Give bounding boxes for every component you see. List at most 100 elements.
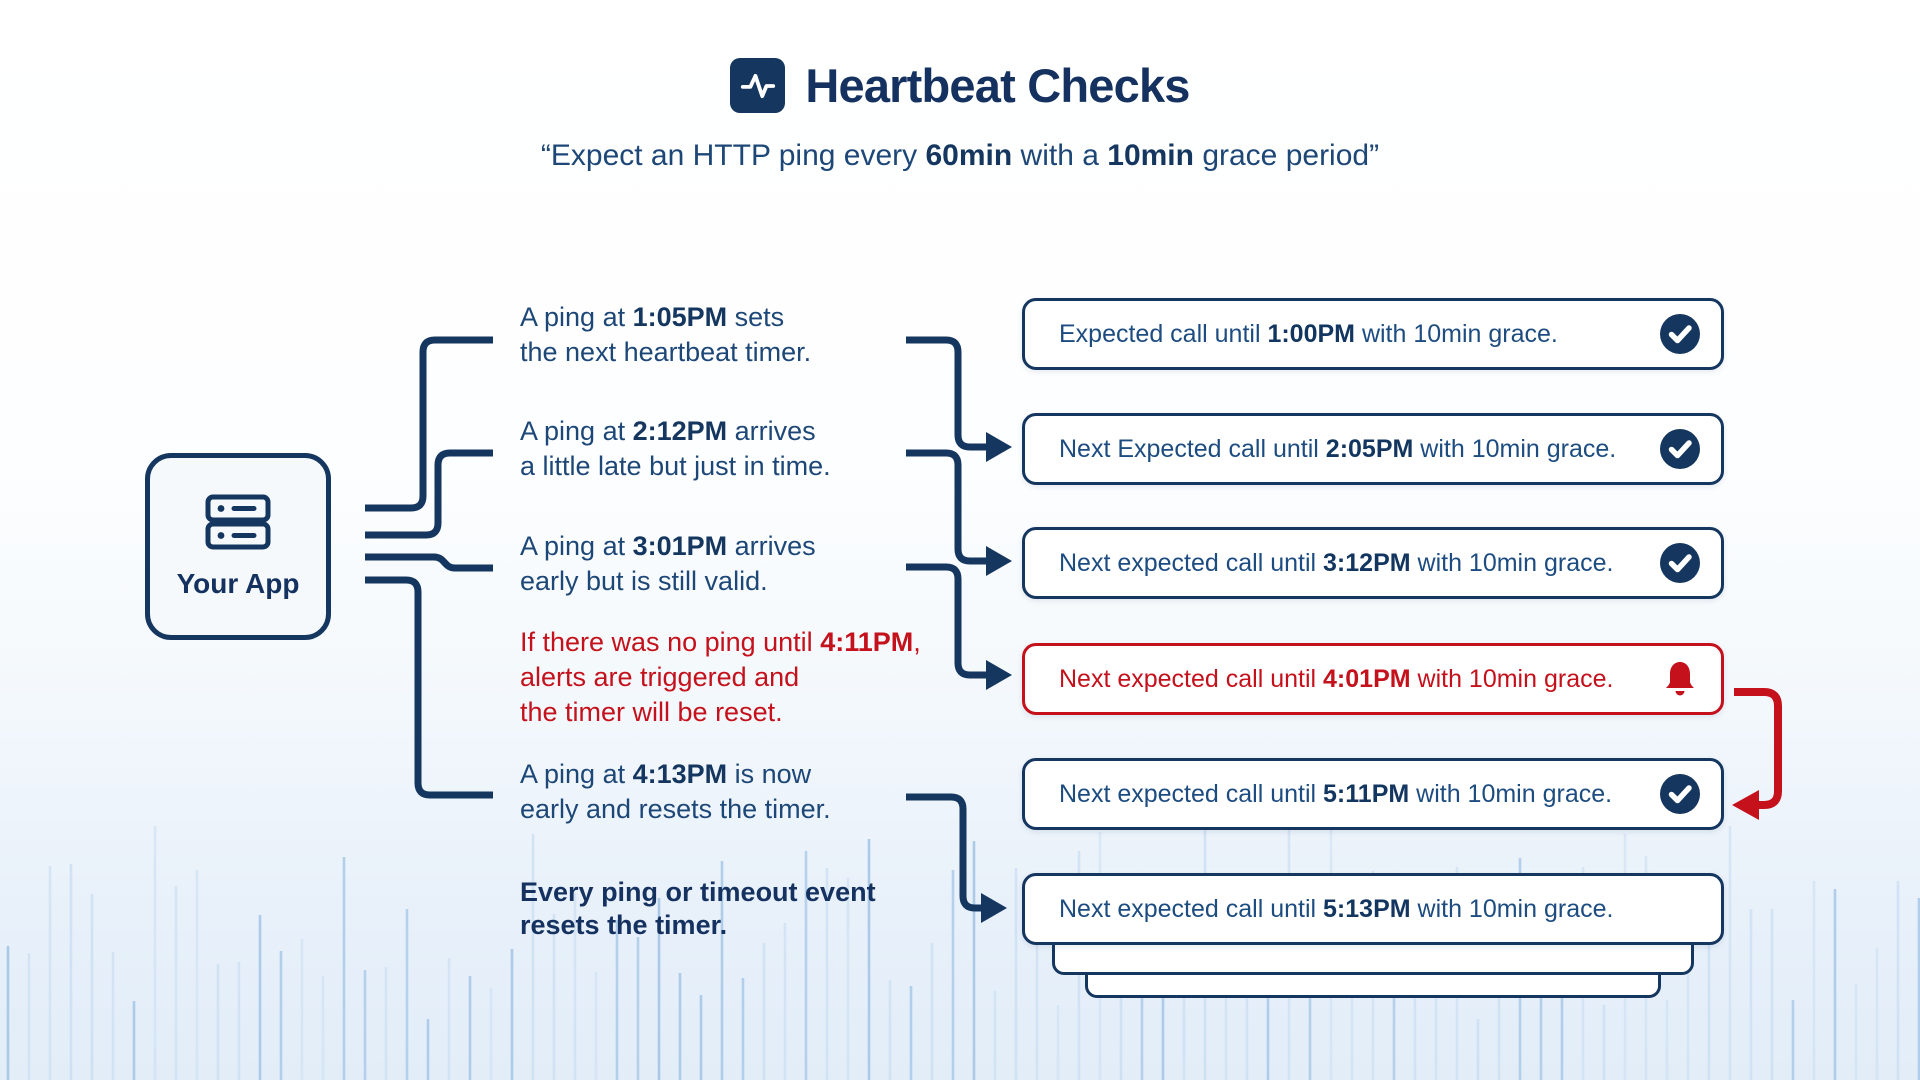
arrowhead-event2 <box>986 432 1012 462</box>
annotation-4: If there was no ping until 4:11PM,alerts… <box>520 625 921 730</box>
highlight-value: 3:01PM <box>632 531 728 561</box>
text-segment: with 10min grace. <box>1409 779 1613 808</box>
text-segment: early but is still valid. <box>520 566 768 596</box>
event-card-4: Next expected call until 4:01PM with 10m… <box>1022 643 1724 715</box>
text-segment: with 10min grace. <box>1355 319 1558 348</box>
event-card-3: Next expected call until 3:12PM with 10m… <box>1022 527 1724 599</box>
connector-ping1-to-event2 <box>906 336 987 451</box>
event-card-1: Expected call until 1:00PM with 10min gr… <box>1022 298 1724 370</box>
annotation-line: A ping at 1:05PM sets <box>520 300 811 335</box>
event-text: Next expected call until 4:01PM with 10m… <box>1059 665 1659 694</box>
text-segment: arrives <box>727 531 816 561</box>
check-circle-icon <box>1659 428 1701 470</box>
check-circle-icon <box>1659 313 1701 355</box>
connector-app-to-ping3 <box>365 553 493 572</box>
text-segment: A ping at <box>520 531 633 561</box>
header: Heartbeat Checks <box>0 58 1920 113</box>
text-segment: sets <box>727 302 785 332</box>
annotation-line: A ping at 4:13PM is now <box>520 757 831 792</box>
server-icon <box>205 493 271 556</box>
check-circle-icon <box>1659 773 1701 815</box>
text-segment: Next expected call until <box>1059 779 1324 808</box>
red-reset-arrowhead <box>1732 790 1759 820</box>
text-segment: with 10min grace. <box>1410 548 1614 577</box>
annotation-line: A ping at 2:12PM arrives <box>520 414 831 449</box>
highlight-value: 3:12PM <box>1323 548 1411 577</box>
connector-ping2-to-event3 <box>906 449 987 565</box>
red-reset-loop <box>1734 688 1782 809</box>
your-app-box: Your App <box>145 453 331 640</box>
annotation-line: A ping at 3:01PM arrives <box>520 529 816 564</box>
text-segment: A ping at <box>520 759 633 789</box>
arrowhead-event3 <box>986 546 1012 576</box>
arrowhead-event4 <box>986 660 1012 690</box>
event-text: Next expected call until 5:11PM with 10m… <box>1059 780 1659 809</box>
connector-app-to-ping2 <box>365 449 493 539</box>
text-segment: with 10min grace. <box>1410 664 1614 693</box>
annotation-line: a little late but just in time. <box>520 449 831 484</box>
text-segment: a little late but just in time. <box>520 451 831 481</box>
text-segment: the timer will be reset. <box>520 697 783 727</box>
highlight-value: Every ping or timeout event <box>520 877 876 907</box>
text-segment: is now <box>727 759 812 789</box>
highlight-value: 10min <box>1107 139 1194 172</box>
text-segment: A ping at <box>520 302 633 332</box>
text-segment: If there was no ping until <box>520 627 821 657</box>
highlight-value: 4:13PM <box>632 759 728 789</box>
check-circle-icon <box>1659 542 1701 584</box>
text-segment: Expected call until <box>1059 319 1268 348</box>
text-segment: Next expected call until <box>1059 894 1324 923</box>
highlight-value: 60min <box>925 139 1013 172</box>
subtitle-text: “Expect an HTTP ping every 60min with a … <box>541 139 1379 172</box>
text-segment: Next expected call until <box>1059 664 1324 693</box>
annotation-line: early but is still valid. <box>520 564 816 599</box>
text-segment: A ping at <box>520 416 633 446</box>
arrowhead-event6 <box>981 893 1007 923</box>
connector-app-to-ping1 <box>365 336 493 512</box>
event-text: Next expected call until 3:12PM with 10m… <box>1059 549 1659 578</box>
text-segment: “Expect an HTTP ping every <box>540 139 926 172</box>
text-segment: with 10min grace. <box>1410 894 1614 923</box>
text-segment: with 10min grace. <box>1413 434 1617 463</box>
connector-ping4-to-event6 <box>906 793 982 912</box>
heartbeat-pulse-icon <box>730 58 786 113</box>
highlight-value: 5:13PM <box>1323 894 1411 923</box>
event-text: Next Expected call until 2:05PM with 10m… <box>1059 435 1659 464</box>
text-segment: Next expected call until <box>1059 548 1324 577</box>
annotation-line: alerts are triggered and <box>520 660 921 695</box>
event-text: Next expected call until 5:13PM with 10m… <box>1059 895 1701 924</box>
text-segment: early and resets the timer. <box>520 794 831 824</box>
text-segment: alerts are triggered and <box>520 662 800 692</box>
text-segment: arrives <box>727 416 816 446</box>
text-segment: , <box>913 627 921 657</box>
your-app-label: Your App <box>176 568 300 599</box>
event-text: Expected call until 1:00PM with 10min gr… <box>1059 320 1659 349</box>
highlight-value: 4:11PM <box>820 627 914 657</box>
event-card-2: Next Expected call until 2:05PM with 10m… <box>1022 413 1724 485</box>
connector-app-to-ping4 <box>365 576 493 799</box>
highlight-value: 2:12PM <box>632 416 728 446</box>
alert-bell-icon <box>1659 658 1701 700</box>
highlight-value: 2:05PM <box>1325 434 1414 463</box>
annotation-line: the timer will be reset. <box>520 695 921 730</box>
annotation-line: If there was no ping until 4:11PM, <box>520 625 921 660</box>
text-segment: the next heartbeat timer. <box>520 337 812 367</box>
page-title: Heartbeat Checks <box>805 59 1190 112</box>
text-segment: Next Expected call until <box>1059 434 1326 463</box>
event-card-5: Next expected call until 5:11PM with 10m… <box>1022 758 1724 830</box>
annotation-line: resets the timer. <box>520 909 876 942</box>
highlight-value: 5:11PM <box>1323 779 1410 808</box>
highlight-value: 4:01PM <box>1323 664 1411 693</box>
highlight-value: 1:00PM <box>1267 319 1355 348</box>
annotation-line: early and resets the timer. <box>520 792 831 827</box>
annotation-line: Every ping or timeout event <box>520 876 876 909</box>
annotation-line: the next heartbeat timer. <box>520 335 811 370</box>
text-segment: with a <box>1012 139 1108 172</box>
event-card-6: Next expected call until 5:13PM with 10m… <box>1022 873 1724 945</box>
highlight-value: 1:05PM <box>632 302 728 332</box>
